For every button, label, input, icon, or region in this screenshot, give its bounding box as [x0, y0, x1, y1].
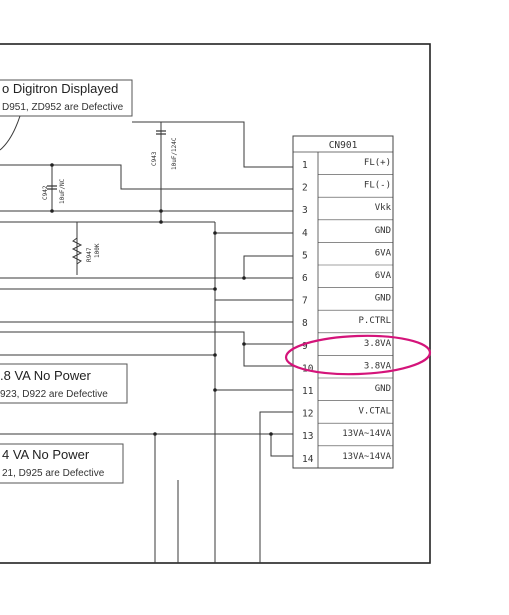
component-value: 100K [94, 243, 101, 258]
component-ref: R947 [86, 247, 93, 262]
pin-signal: GND [375, 294, 391, 304]
resistor-r947: R947 100K [71, 237, 101, 265]
pin-signal: GND [375, 384, 391, 394]
pin-number: 9 [302, 341, 308, 352]
pin-signal: Vkk [375, 203, 392, 213]
connector-name: CN901 [329, 140, 358, 151]
pin-signal: FL(-) [364, 181, 391, 191]
pin-signal: P.CTRL [358, 316, 391, 326]
pin-number: 8 [302, 318, 308, 329]
note-detail: 923, D922 are Defective [0, 389, 108, 400]
pin-number: 3 [302, 205, 308, 216]
note-title: 4 VA No Power [2, 447, 90, 462]
component-value: 10uF/124C [171, 137, 178, 170]
pin-signal: 3.8VA [364, 361, 392, 371]
pin-signal: 6VA [375, 271, 392, 281]
pin-number: 6 [302, 273, 308, 284]
pin-number: 14 [302, 454, 314, 465]
pin-number: 10 [302, 363, 314, 374]
pin-number: 7 [302, 296, 308, 307]
pin-signal: 13VA~14VA [342, 452, 391, 462]
note-box-38va: .8 VA No Power 923, D922 are Defective [0, 363, 128, 404]
pin-number: 5 [302, 250, 308, 261]
pin-signal: 13VA~14VA [342, 429, 391, 439]
note-pointer-curve [0, 115, 21, 151]
note-box-digitron: o Digitron Displayed D951, ZD952 are Def… [0, 79, 133, 117]
highlight-ellipse [284, 334, 432, 376]
component-ref: C942 [42, 185, 49, 200]
component-value: 10uF/NC [59, 178, 66, 204]
pin-number: 2 [302, 183, 308, 194]
pin-signal: 6VA [375, 248, 392, 258]
diagram-frame [0, 43, 431, 564]
capacitor-c943: C943 10uF/124C [151, 130, 178, 170]
pin-number: 12 [302, 409, 313, 420]
note-title: .8 VA No Power [0, 368, 91, 383]
note-detail: 21, D925 are Defective [2, 468, 105, 479]
capacitor-c942: C942 10uF/NC [42, 178, 66, 204]
junction-dots [50, 163, 273, 436]
note-box-14va: 4 VA No Power 21, D925 are Defective [0, 443, 124, 484]
pin-number: 1 [302, 160, 308, 171]
pin-signal: 3.8VA [364, 339, 392, 349]
note-title: o Digitron Displayed [2, 81, 118, 96]
note-detail: D951, ZD952 are Defective [2, 102, 124, 113]
pin-signal: V.CTAL [358, 407, 391, 417]
pin-signal: GND [375, 226, 391, 236]
pin-number: 11 [302, 386, 314, 397]
component-ref: C943 [151, 151, 158, 166]
pin-signal: FL(+) [364, 158, 391, 168]
pin-number: 4 [302, 228, 308, 239]
pin-number: 13 [302, 431, 313, 442]
wires [0, 121, 293, 563]
